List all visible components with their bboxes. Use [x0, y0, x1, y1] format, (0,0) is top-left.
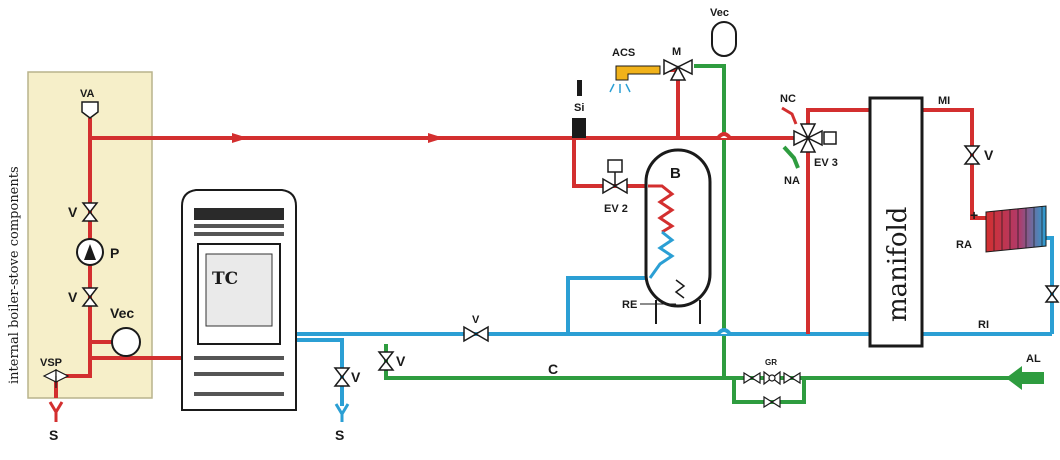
vec-top-label: Vec	[710, 7, 729, 19]
acs-label: ACS	[612, 47, 635, 59]
drain-icon	[48, 401, 64, 415]
v-upper-label: V	[68, 204, 78, 220]
flow-arrow-icon	[232, 133, 248, 143]
ev2-label: EV 2	[604, 203, 628, 215]
flow-arrow-icon	[428, 133, 444, 143]
vsp-label: VSP	[40, 357, 62, 369]
valve-icon	[377, 351, 395, 371]
ev3-actuator-icon	[823, 131, 837, 145]
na-label: NA	[784, 175, 800, 187]
valve-icon	[333, 367, 351, 387]
mi-label: MI	[938, 95, 950, 107]
mixing-valve-icon	[663, 58, 693, 81]
v-right-label: V	[984, 147, 994, 163]
ra-label: RA	[956, 239, 972, 251]
ev2-actuator-icon	[607, 159, 623, 173]
boiler-stove: TC	[181, 189, 297, 411]
s-mid-label: S	[335, 427, 344, 443]
pump-arrow-icon	[84, 244, 96, 260]
radiator-icon	[985, 205, 1047, 253]
si-label: Si	[574, 102, 584, 114]
air-vent-icon	[81, 101, 99, 119]
radiator-fins	[993, 206, 1043, 251]
safety-device-icon	[577, 80, 582, 96]
re-label: RE	[622, 299, 637, 311]
pump-label: P	[110, 245, 119, 261]
ev2-valve-icon	[602, 177, 628, 195]
valve-icon	[963, 145, 981, 165]
valve-icon	[1044, 285, 1060, 303]
m-label: M	[672, 46, 681, 58]
expansion-vessel-icon	[111, 327, 141, 357]
b-label: B	[670, 165, 681, 182]
v-lower-label: V	[68, 289, 78, 305]
v-pipe-label: V	[472, 314, 480, 326]
ev3-label: EV 3	[814, 157, 838, 169]
tap-icon	[615, 65, 661, 81]
valve-icon	[81, 287, 99, 307]
al-arrow-icon	[1006, 366, 1044, 390]
s-left-label: S	[49, 427, 58, 443]
valve-icon	[463, 325, 489, 343]
manifold-label: manifold	[883, 207, 913, 322]
gr-valve-group	[743, 370, 801, 409]
c-label: C	[548, 361, 558, 377]
hot-water-tank: B	[644, 148, 712, 324]
tc-label: TC	[212, 269, 238, 289]
al-label: AL	[1026, 353, 1041, 365]
v-mid-label: V	[351, 369, 361, 385]
nc-label: NC	[780, 93, 796, 105]
v-green-label: V	[396, 353, 406, 369]
panel-caption: internal boiler-stove components	[7, 166, 22, 384]
valve-icon	[81, 202, 99, 222]
manifold-box	[868, 96, 924, 348]
safety-t-icon	[572, 118, 586, 138]
expansion-vessel-icon	[711, 21, 737, 57]
ev3-valve-icon	[793, 123, 823, 153]
safety-valve-icon	[42, 369, 70, 388]
plus-label: +	[970, 207, 978, 223]
gr-label: GR	[765, 358, 777, 367]
va-label: VA	[80, 88, 95, 100]
nc-port-icon	[781, 106, 798, 125]
ri-label: RI	[978, 319, 989, 331]
water-drops-icon	[609, 83, 631, 93]
vec-left-label: Vec	[110, 305, 134, 321]
